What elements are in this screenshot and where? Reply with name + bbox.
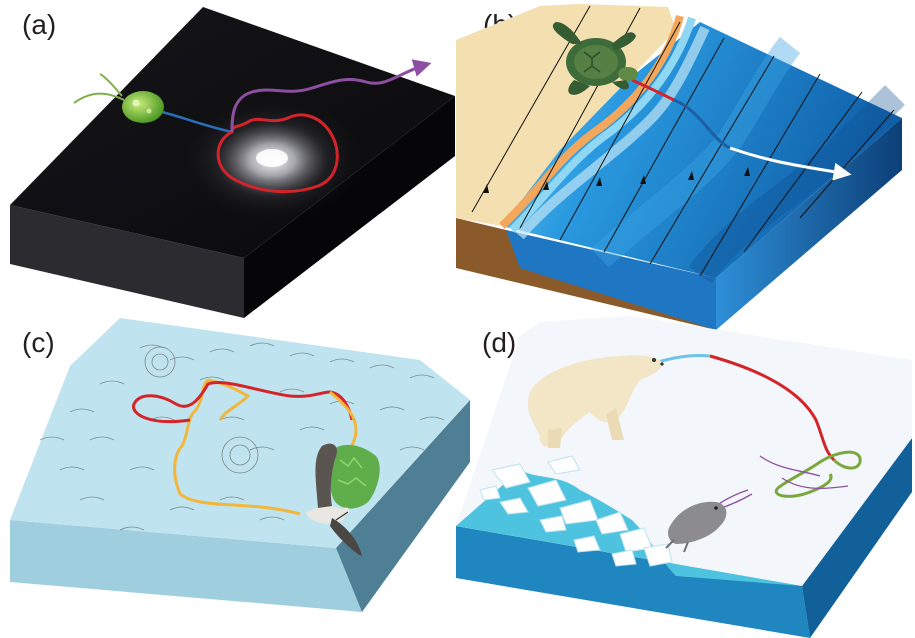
albatross-icon bbox=[306, 443, 362, 556]
polar-bear-icon bbox=[527, 355, 664, 448]
albatross-path-red bbox=[132, 381, 354, 424]
depth-band-3 bbox=[688, 85, 905, 284]
turtle-path-start bbox=[631, 78, 675, 102]
panel-c-right-face bbox=[336, 400, 470, 612]
panel-a-right-face bbox=[244, 96, 455, 318]
panel-b-ocean bbox=[502, 22, 902, 278]
panel-label-a: (a) bbox=[22, 9, 56, 40]
alga-path-exit bbox=[230, 59, 432, 133]
panel-b-front-water-face bbox=[506, 230, 716, 330]
albatross-path-yellow bbox=[173, 378, 301, 516]
wind-field bbox=[39, 342, 445, 531]
sea-turtle-icon bbox=[552, 22, 638, 95]
panel-a: (a) bbox=[10, 7, 455, 318]
turtle-path-end bbox=[729, 146, 852, 181]
field-line-arrows bbox=[483, 167, 750, 193]
bear-path-start bbox=[657, 354, 711, 364]
light-source-core bbox=[256, 149, 288, 167]
alga-path-loop bbox=[216, 113, 339, 194]
alga-cell-icon bbox=[73, 73, 164, 123]
panel-d-left-face bbox=[456, 526, 810, 638]
panel-c: (c) bbox=[10, 318, 470, 612]
panel-b: (b) bbox=[456, 4, 905, 330]
panel-d: (d) bbox=[456, 316, 912, 638]
panel-d-right-face bbox=[802, 438, 912, 638]
panel-label-d: (d) bbox=[482, 327, 516, 358]
panel-c-left-face bbox=[10, 520, 362, 612]
surf-band bbox=[509, 16, 696, 233]
seal-icon bbox=[665, 501, 727, 553]
panel-b-right-face bbox=[716, 118, 902, 330]
sand-wet-band bbox=[499, 14, 684, 229]
bear-path-end bbox=[774, 450, 862, 498]
ice-floes bbox=[479, 455, 673, 567]
panel-a-left-face bbox=[10, 205, 244, 318]
alga-path-approach bbox=[161, 110, 233, 134]
bear-path-mid bbox=[709, 354, 836, 462]
depth-band-1 bbox=[516, 25, 710, 240]
island-icon bbox=[330, 444, 380, 509]
panel-label-c: (c) bbox=[22, 327, 55, 358]
turtle-path-mid bbox=[673, 98, 731, 150]
